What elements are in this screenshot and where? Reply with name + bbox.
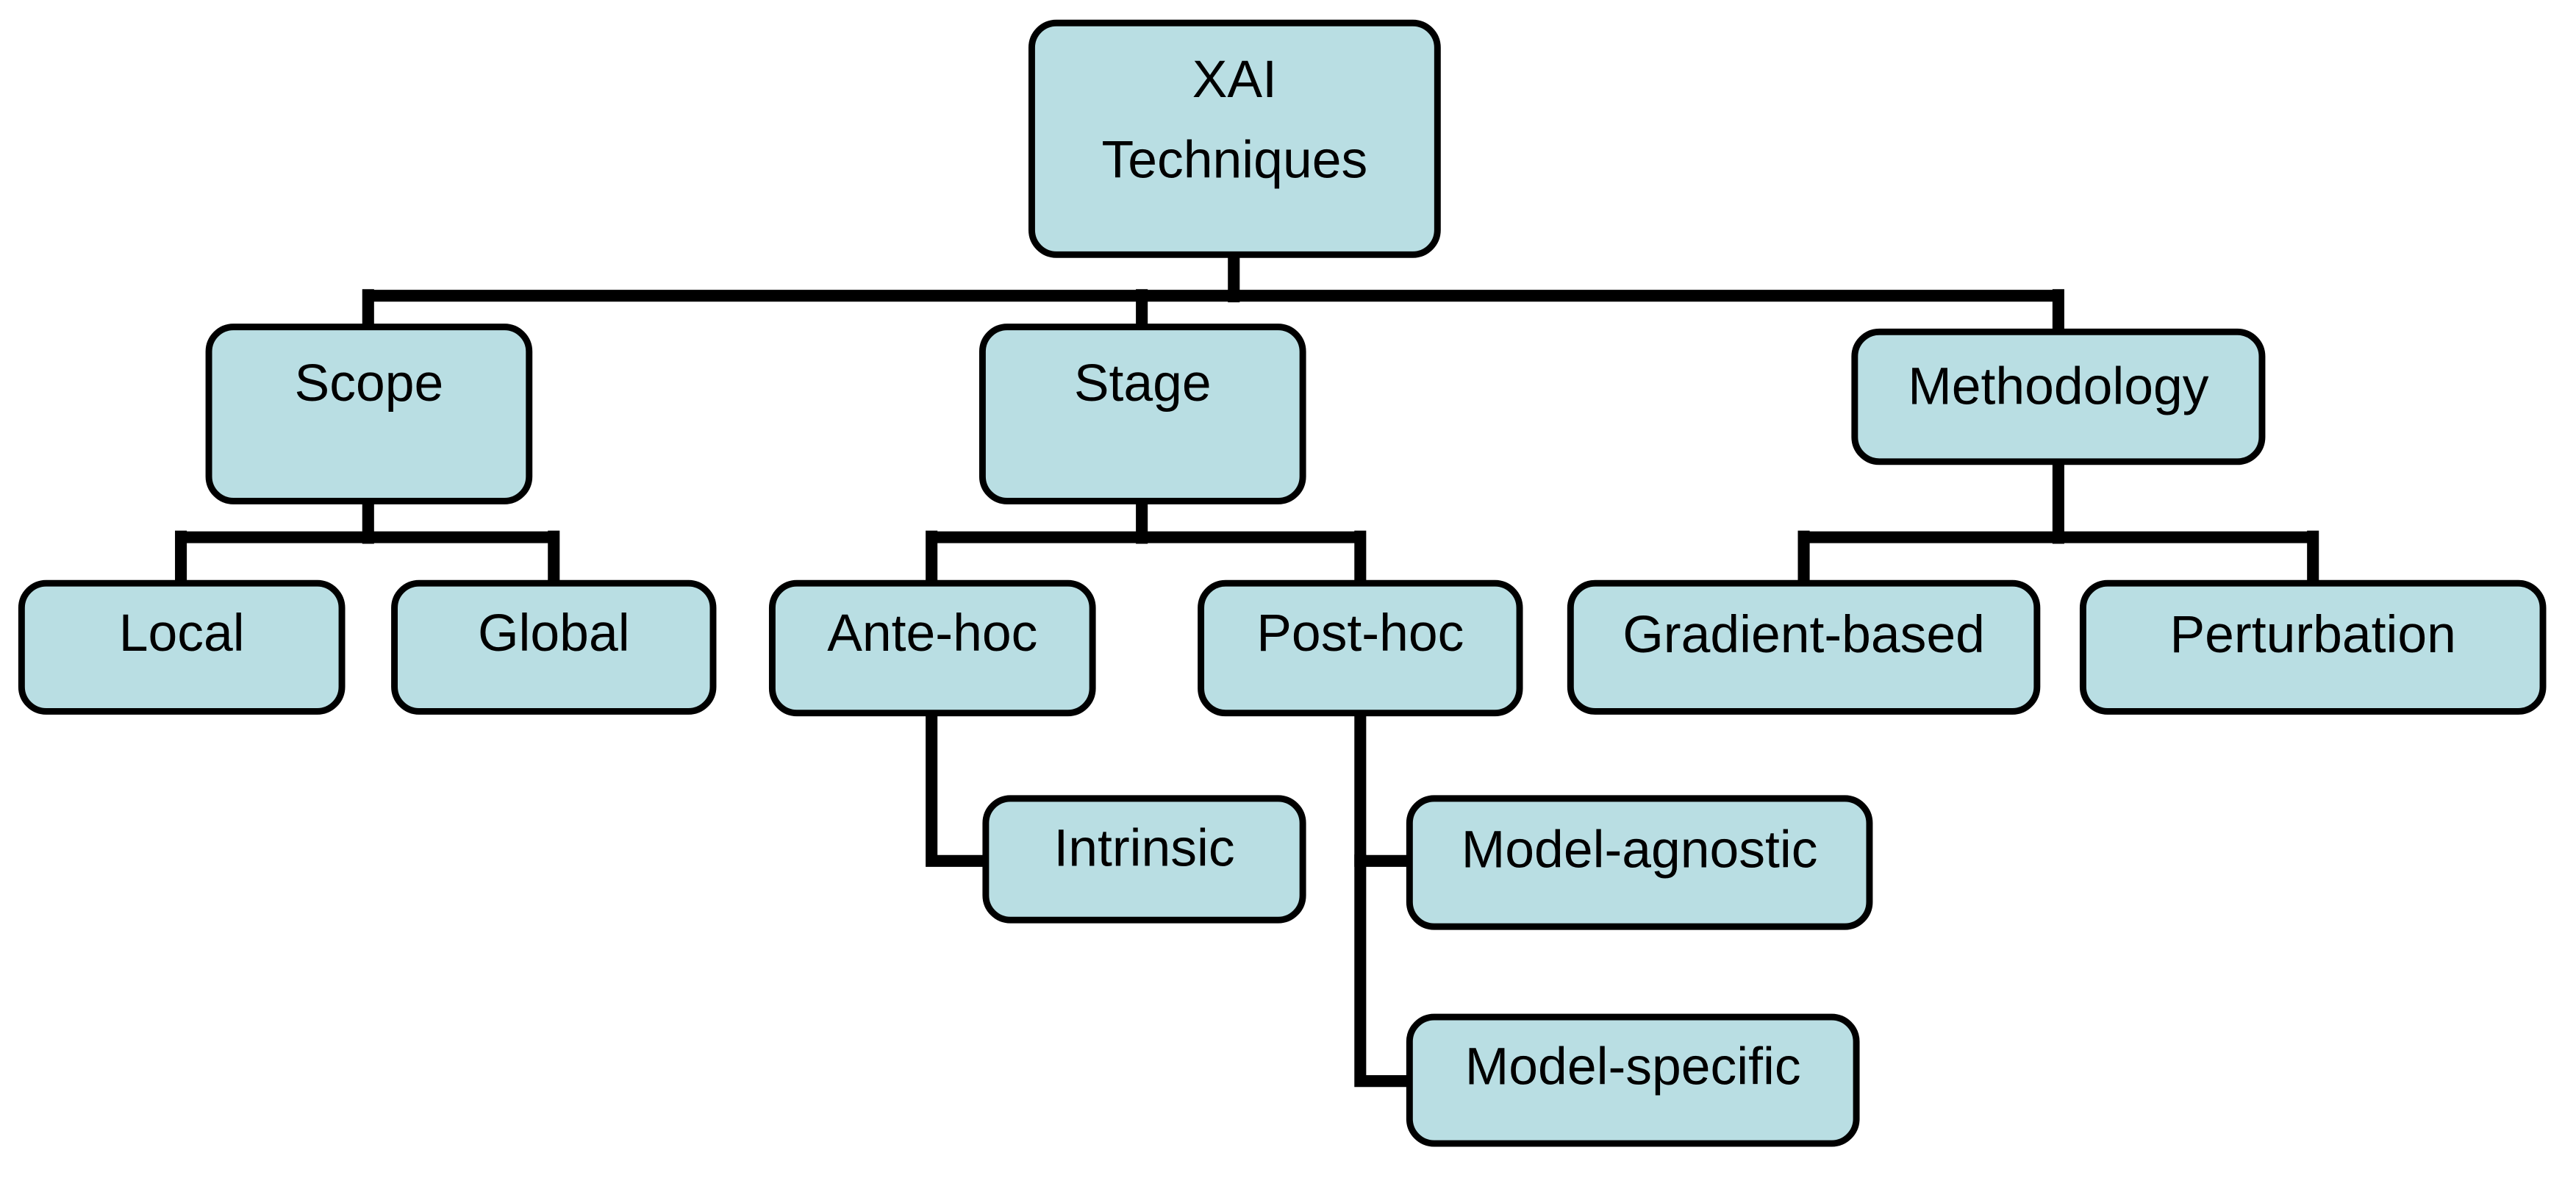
gradient-based-box: [1567, 579, 2041, 715]
node-model-specific: Model-specific: [1406, 1013, 1860, 1147]
stage-box: [978, 324, 1306, 504]
node-model-agnostic: Model-agnostic: [1406, 795, 1873, 930]
xai-techniques-label: XAI Techniques: [1102, 50, 1368, 189]
node-global: Global: [391, 579, 717, 715]
global-label: Global: [478, 604, 630, 663]
ante-hoc-box: [768, 579, 1096, 717]
local-label: Local: [119, 604, 245, 663]
ante-hoc-label: Ante-hoc: [827, 604, 1037, 663]
node-methodology: Methodology: [1851, 328, 2266, 465]
node-scope: Scope: [205, 324, 533, 504]
perturbation-box: [2079, 579, 2547, 715]
intrinsic-box: [982, 795, 1306, 924]
node-gradient-based: Gradient-based: [1567, 579, 2041, 715]
global-box: [391, 579, 717, 715]
gradient-based-label: Gradient-based: [1622, 605, 1985, 664]
edge-post-hoc-to-model-specific: [1354, 854, 1417, 1088]
edge-ante-hoc-to-intrinsic: [926, 706, 995, 867]
xai-techniques-box: [1028, 19, 1441, 258]
node-ante-hoc: Ante-hoc: [768, 579, 1096, 717]
stage-label: Stage: [1074, 354, 1212, 413]
model-agnostic-box: [1406, 795, 1873, 930]
post-hoc-label: Post-hoc: [1256, 604, 1464, 663]
scope-box: [205, 324, 533, 504]
model-agnostic-label: Model-agnostic: [1461, 821, 1818, 879]
intrinsic-label: Intrinsic: [1053, 818, 1234, 877]
perturbation-label: Perturbation: [2169, 605, 2455, 664]
node-local: Local: [18, 579, 346, 715]
methodology-label: Methodology: [1908, 357, 2209, 416]
methodology-box: [1851, 328, 2266, 465]
node-xai-techniques: XAI Techniques: [1028, 19, 1441, 258]
node-intrinsic: Intrinsic: [982, 795, 1306, 924]
model-specific-box: [1406, 1013, 1860, 1147]
xai-techniques-label-line-1: Techniques: [1102, 130, 1368, 189]
node-stage: Stage: [978, 324, 1306, 504]
local-box: [18, 579, 346, 715]
post-hoc-box: [1198, 579, 1523, 717]
node-post-hoc: Post-hoc: [1198, 579, 1523, 717]
model-specific-label: Model-specific: [1465, 1038, 1801, 1096]
scope-label: Scope: [295, 354, 444, 413]
node-perturbation: Perturbation: [2079, 579, 2547, 715]
xai-techniques-label-line-0: XAI: [1192, 50, 1277, 109]
